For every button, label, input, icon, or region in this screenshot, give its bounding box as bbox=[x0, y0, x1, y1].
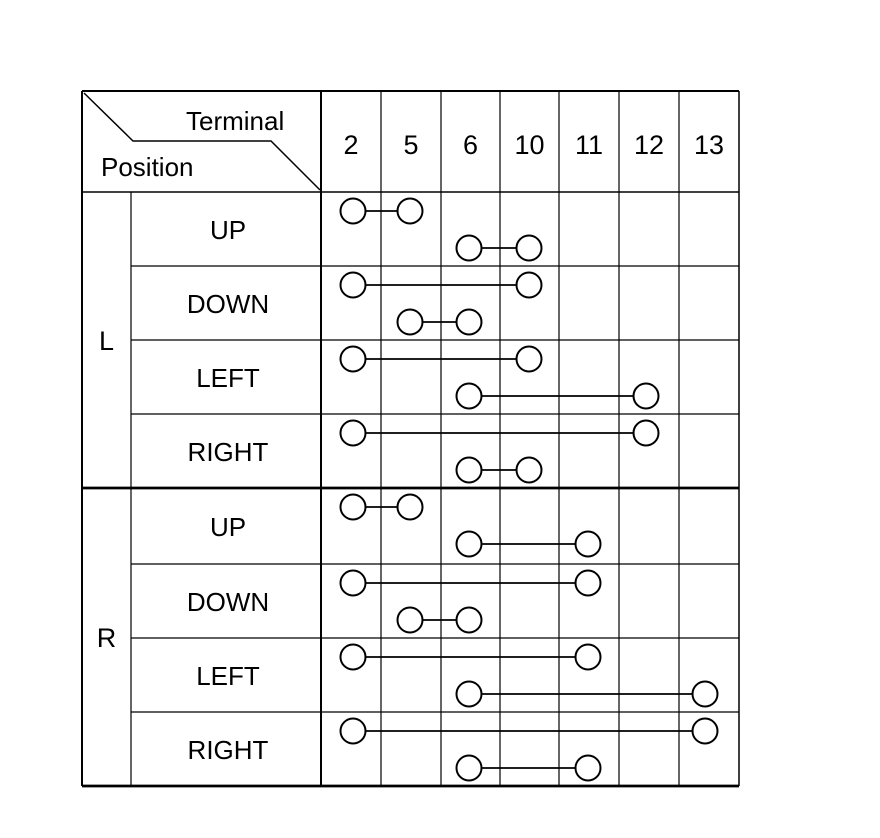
terminal-node-6 bbox=[455, 606, 483, 634]
terminal-node-2 bbox=[339, 717, 367, 745]
table-grid bbox=[81, 90, 740, 788]
terminal-node-6 bbox=[455, 456, 483, 484]
terminal-node-5 bbox=[396, 308, 424, 336]
connection-2-11 bbox=[339, 569, 602, 597]
side-label-r: R bbox=[97, 623, 117, 653]
terminal-labels: 2 5 6 10 11 12 13 bbox=[343, 130, 724, 160]
terminal-node-13 bbox=[691, 680, 719, 708]
side-labels: LR bbox=[97, 326, 117, 653]
terminal-node-5 bbox=[396, 197, 424, 225]
terminal-node-6 bbox=[455, 530, 483, 558]
terminal-label-11: 11 bbox=[575, 130, 603, 160]
position-labels: UP DOWN LEFT RIGHT UP DOWN LEFT RIGHT bbox=[187, 215, 269, 765]
connection-2-12 bbox=[339, 419, 660, 447]
connection-2-10 bbox=[339, 271, 543, 299]
terminal-node-10 bbox=[515, 345, 543, 373]
position-label-r-up: UP bbox=[210, 512, 246, 542]
terminal-node-10 bbox=[515, 234, 543, 262]
terminal-node-12 bbox=[632, 382, 660, 410]
position-label-l-down: DOWN bbox=[187, 289, 269, 319]
terminal-node-2 bbox=[339, 643, 367, 671]
terminal-node-11 bbox=[574, 530, 602, 558]
connection-6-10 bbox=[455, 234, 543, 262]
connection-6-13 bbox=[455, 680, 719, 708]
terminal-label-13: 13 bbox=[694, 130, 724, 160]
connection-5-6 bbox=[396, 606, 483, 634]
connection-2-10 bbox=[339, 345, 543, 373]
terminal-node-11 bbox=[574, 754, 602, 782]
connection-6-10 bbox=[455, 456, 543, 484]
position-label-l-up: UP bbox=[210, 215, 246, 245]
terminal-node-2 bbox=[339, 493, 367, 521]
table-header: Terminal Position bbox=[101, 106, 284, 182]
terminal-node-6 bbox=[455, 754, 483, 782]
terminal-label-5: 5 bbox=[403, 130, 418, 160]
side-label-l: L bbox=[99, 326, 114, 356]
position-label-r-down: DOWN bbox=[187, 587, 269, 617]
terminal-label-10: 10 bbox=[514, 130, 544, 160]
position-label-r-right: RIGHT bbox=[188, 735, 269, 765]
header-diagonal-line bbox=[83, 92, 321, 191]
connection-2-5 bbox=[339, 197, 424, 225]
terminal-node-5 bbox=[396, 493, 424, 521]
continuity-connections bbox=[339, 197, 719, 782]
terminal-node-13 bbox=[691, 717, 719, 745]
position-label-r-left: LEFT bbox=[196, 661, 260, 691]
terminal-label-12: 12 bbox=[634, 130, 664, 160]
terminal-node-12 bbox=[632, 419, 660, 447]
terminal-header-label: Terminal bbox=[186, 106, 284, 136]
terminal-node-6 bbox=[455, 382, 483, 410]
connection-6-11 bbox=[455, 530, 602, 558]
terminal-label-2: 2 bbox=[343, 130, 358, 160]
connection-2-11 bbox=[339, 643, 602, 671]
terminal-node-11 bbox=[574, 569, 602, 597]
terminal-node-2 bbox=[339, 569, 367, 597]
connection-6-11 bbox=[455, 754, 602, 782]
terminal-label-6: 6 bbox=[463, 130, 478, 160]
terminal-node-11 bbox=[574, 643, 602, 671]
connection-2-5 bbox=[339, 493, 424, 521]
terminal-node-2 bbox=[339, 419, 367, 447]
terminal-node-2 bbox=[339, 197, 367, 225]
terminal-node-6 bbox=[455, 308, 483, 336]
terminal-node-10 bbox=[515, 271, 543, 299]
terminal-node-6 bbox=[455, 680, 483, 708]
terminal-node-6 bbox=[455, 234, 483, 262]
position-label-l-left: LEFT bbox=[196, 363, 260, 393]
connection-5-6 bbox=[396, 308, 483, 336]
position-label-l-right: RIGHT bbox=[188, 437, 269, 467]
connection-6-12 bbox=[455, 382, 660, 410]
terminal-node-10 bbox=[515, 456, 543, 484]
terminal-node-2 bbox=[339, 271, 367, 299]
terminal-node-5 bbox=[396, 606, 424, 634]
connection-2-13 bbox=[339, 717, 719, 745]
position-header-label: Position bbox=[101, 152, 194, 182]
terminal-node-2 bbox=[339, 345, 367, 373]
